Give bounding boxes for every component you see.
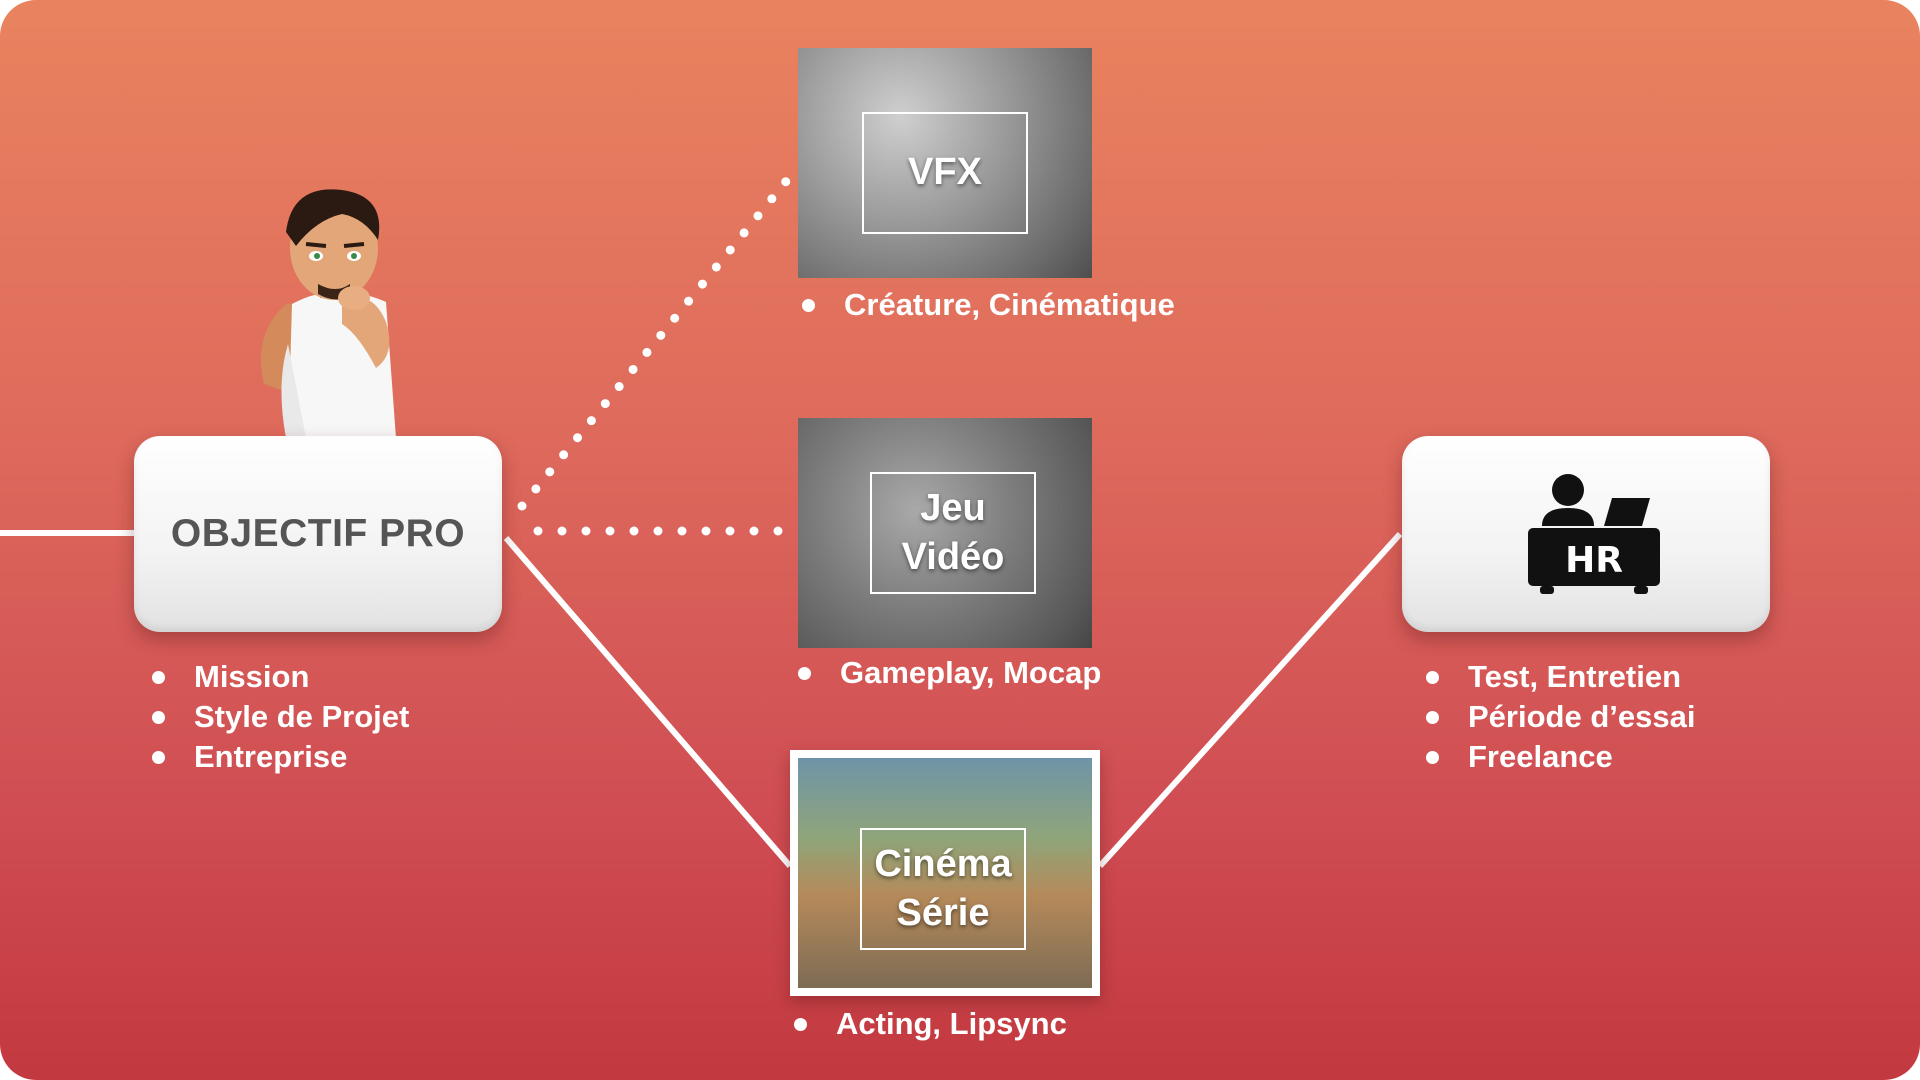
dotted-connector-vfx bbox=[517, 169, 797, 511]
cinema-serie-thumbnail: Cinéma Série bbox=[790, 750, 1100, 996]
recruiter-desk-icon: HR bbox=[1528, 474, 1660, 594]
hr-icon-text: HR bbox=[1565, 540, 1623, 581]
thinking-person-illustration bbox=[260, 189, 396, 438]
list-item: Style de Projet bbox=[150, 697, 409, 737]
jeu-video-thumbnail: Jeu Vidéo bbox=[798, 418, 1092, 648]
objectif-pro-title: OBJECTIF PRO bbox=[170, 512, 466, 555]
objectif-pro-card: OBJECTIF PRO bbox=[134, 436, 502, 632]
vfx-label: VFX bbox=[908, 151, 982, 194]
list-item: Entreprise bbox=[150, 737, 409, 777]
solid-connector-hr bbox=[1097, 531, 1403, 869]
list-item: Période d’essai bbox=[1424, 697, 1695, 737]
list-item: Acting, Lipsync bbox=[792, 1004, 1067, 1044]
cinema-serie-label-line-1: Cinéma bbox=[874, 842, 1012, 885]
jeu-video-label-frame: Jeu Vidéo bbox=[870, 472, 1036, 594]
list-item: Test, Entretien bbox=[1424, 657, 1695, 697]
cinema-serie-label-frame: Cinéma Série bbox=[860, 828, 1026, 950]
jeu-video-bullet-list: Gameplay, Mocap bbox=[796, 653, 1101, 693]
solid-connector-cinema bbox=[503, 536, 793, 868]
vfx-thumbnail: VFX bbox=[798, 48, 1092, 278]
cinema-serie-bullet-list: Acting, Lipsync bbox=[792, 1004, 1067, 1044]
objectif-bullet-list: Mission Style de Projet Entreprise bbox=[150, 657, 409, 777]
list-item: Mission bbox=[150, 657, 409, 697]
vfx-label-frame: VFX bbox=[862, 112, 1028, 234]
hr-bullet-list: Test, Entretien Période d’essai Freelanc… bbox=[1424, 657, 1695, 777]
list-item: Créature, Cinématique bbox=[800, 285, 1175, 325]
jeu-video-label-line-1: Jeu bbox=[920, 486, 986, 529]
jeu-video-label-line-2: Vidéo bbox=[901, 536, 1005, 578]
list-item: Gameplay, Mocap bbox=[796, 653, 1101, 693]
cinema-serie-label-line-2: Série bbox=[896, 892, 990, 934]
list-item: Freelance bbox=[1424, 737, 1695, 777]
cinema-serie-image: Cinéma Série bbox=[798, 758, 1092, 988]
vfx-bullet-list: Créature, Cinématique bbox=[800, 285, 1175, 325]
